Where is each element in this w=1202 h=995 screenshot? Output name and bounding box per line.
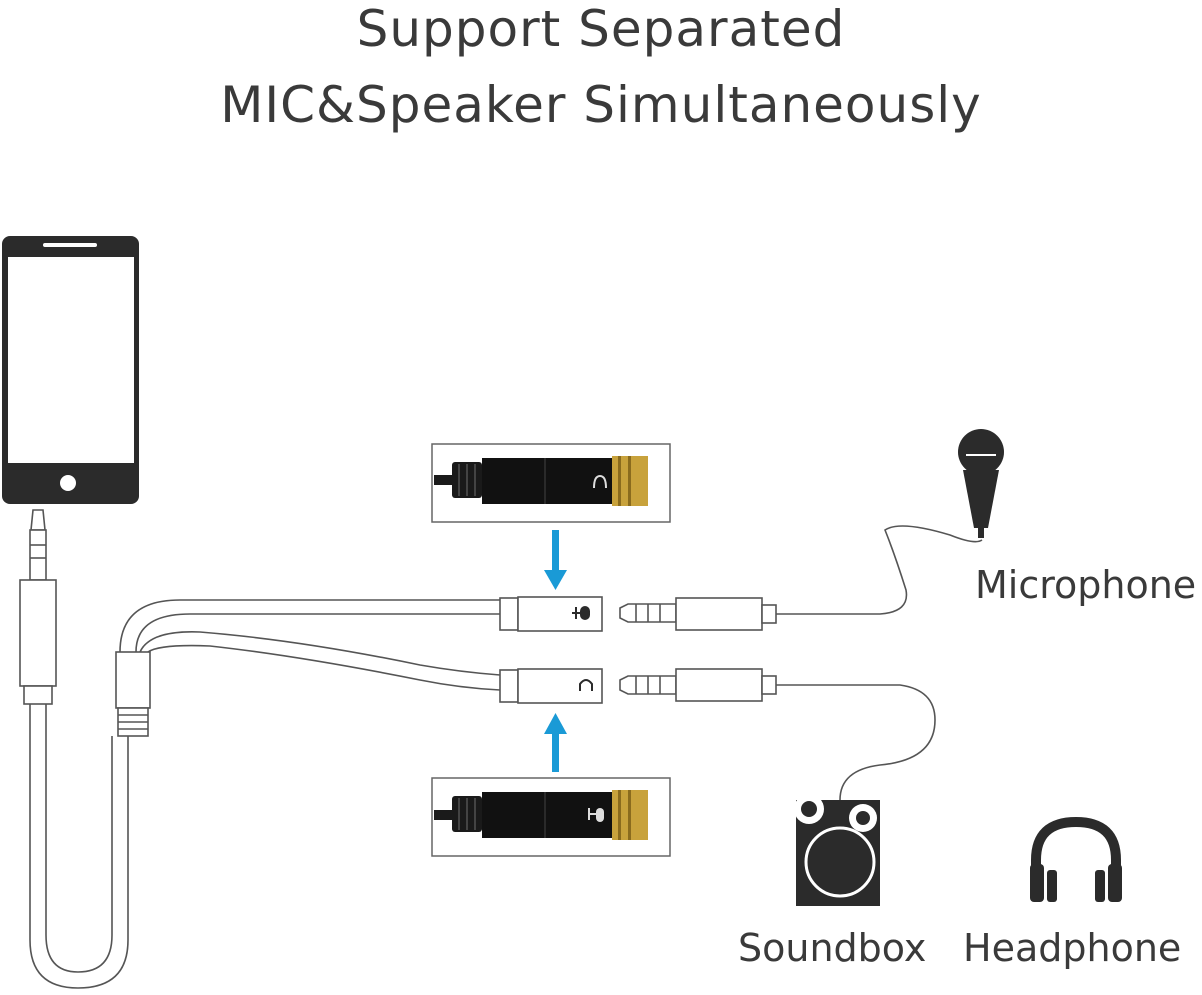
phone-icon [2,236,139,504]
headphone-male-plug [619,668,777,702]
headphone-symbol-icon [579,679,593,691]
title-line-1: Support Separated [356,0,846,58]
headphone-engraving-icon [593,474,607,489]
arrow-down-icon [544,530,567,590]
headphone-label: Headphone [963,926,1182,970]
mic-engraving-icon [588,808,604,822]
microphone-icon [958,429,1004,538]
phone-plug [19,509,57,705]
arrow-up-icon [544,713,567,772]
photo-connector-bottom [431,777,671,857]
device-cables [776,525,983,801]
main-cable [29,704,129,989]
title-line-2: MIC&Speaker Simultaneously [220,76,982,134]
microphone-label: Microphone [975,563,1197,607]
soundbox-icon [794,794,880,906]
soundbox-label: Soundbox [738,926,927,970]
splitter-body [115,651,151,737]
headphone-icon [1030,816,1122,902]
mic-female-connector [499,596,603,632]
mic-male-plug [619,597,777,631]
headphone-female-connector [499,668,603,704]
split-cables [119,599,501,691]
photo-connector-top [431,443,671,523]
mic-symbol-icon [572,606,590,620]
